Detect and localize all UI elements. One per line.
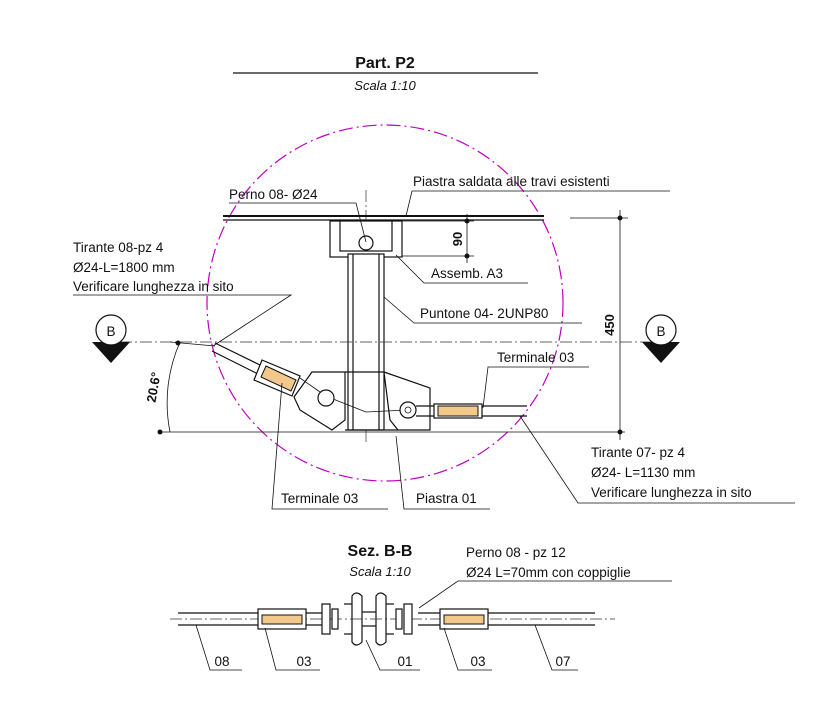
section-marker-right: B [642,314,680,363]
label-tirante08-1: Tirante 08-pz 4 [73,240,164,255]
section-marker-left: B [92,314,130,363]
leader-piastra01 [395,435,490,510]
section-assembly [170,592,615,646]
leader-puntone [383,296,582,324]
label-perno-section-1: Perno 08 - pz 12 [466,545,566,560]
callout-01: 01 [365,639,420,671]
leader-terminale-right [482,366,589,409]
callout-03-left: 03 [264,627,320,671]
svg-text:03: 03 [296,654,311,669]
detail-title: Part. P2 [355,55,415,72]
label-piastra01: Piastra 01 [416,491,477,506]
svg-text:B: B [656,324,665,339]
callout-07: 07 [534,624,578,671]
svg-text:07: 07 [555,654,570,669]
dim-90: 90 [402,214,474,263]
section-scale: Scala 1:10 [349,564,411,579]
construction-circle [206,124,564,482]
label-tirante08-2: Ø24-L=1800 mm [73,260,175,275]
section-title: Sez. B-B [348,543,413,560]
svg-text:01: 01 [397,654,412,669]
leader-perno-section [418,580,672,609]
svg-text:90: 90 [450,232,465,246]
leader-terminale-left [271,382,388,510]
dim-angle: 20.6° [144,340,216,433]
svg-text:08: 08 [214,654,229,669]
svg-text:B: B [106,324,115,339]
detail-scale: Scala 1:10 [354,78,416,93]
right-tie-rod [416,403,527,419]
label-piastra-saldata: Piastra saldata alle travi esistenti [413,174,610,189]
label-assemb: Assemb. A3 [431,266,503,281]
leader-piastra-saldata [405,190,670,217]
label-tirante07-2: Ø24- L=1130 mm [591,465,695,480]
dim-450: 450 [570,210,628,440]
svg-text:450: 450 [602,314,617,336]
label-terminale-right: Terminale 03 [497,350,574,365]
assemb-a3-bracket [329,220,403,258]
left-tie-rod [211,342,321,397]
leader-assemb [395,254,528,284]
label-tirante07-1: Tirante 07- pz 4 [591,445,686,460]
top-plate [223,215,544,221]
label-tirante07-3: Verificare lunghezza in sito [591,485,752,500]
callout-08: 08 [195,624,242,671]
leader-perno-top [229,202,367,243]
label-terminale-left: Terminale 03 [281,491,358,506]
label-perno-section-2: Ø24 L=70mm con coppiglie [466,565,631,580]
callout-03-right: 03 [443,627,492,671]
label-puntone: Puntone 04- 2UNP80 [420,306,548,321]
svg-text:03: 03 [470,654,485,669]
label-tirante08-3: Verificare lunghezza in sito [73,279,234,294]
label-perno-top: Perno 08- Ø24 [229,187,318,202]
svg-text:20.6°: 20.6° [144,371,164,404]
leader-tirante08 [73,294,293,347]
leader-tirante07 [519,415,795,504]
